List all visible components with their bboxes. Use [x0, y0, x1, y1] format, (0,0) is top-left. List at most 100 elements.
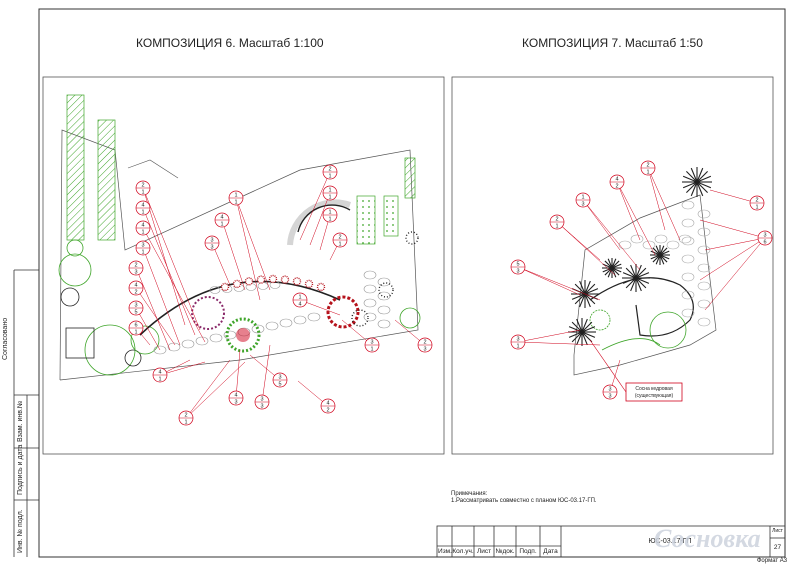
callout-c6-7: 35	[128, 300, 161, 351]
stamp-col-koluch: Кол.уч.	[452, 548, 474, 555]
callout-quantity: 1	[328, 174, 331, 180]
notes-heading: Примечания:	[451, 491, 488, 497]
callout-number: 3	[278, 375, 281, 381]
callout-number: 4	[326, 401, 329, 407]
callout-c6-extra-3: 42	[297, 380, 336, 414]
stamp-col-izm: Изм.	[438, 548, 452, 555]
callout-number: 3	[260, 397, 263, 403]
callout-quantity: 3	[134, 270, 137, 276]
pine-callout-line1: Сосна кедровая	[635, 386, 673, 392]
callout-quantity: 3	[210, 245, 213, 251]
callout-number: 1	[234, 193, 237, 199]
hedge-rows	[66, 94, 416, 245]
callout-number: 2	[423, 340, 426, 346]
side-strip	[13, 269, 39, 557]
callout-c6-11: 11	[228, 190, 271, 301]
side-label-sign-date: Подпись и дата	[17, 444, 24, 495]
callout-number: 6	[134, 323, 137, 329]
callout-c6-13: 33	[204, 235, 231, 286]
callout-c6-14: 43	[228, 349, 244, 406]
callout-quantity: 1	[755, 205, 758, 211]
callout-c6-9: 41	[152, 359, 206, 383]
callout-number: 2	[184, 413, 187, 419]
callout-c7-6: 21	[709, 189, 765, 211]
callout-number: 3	[516, 337, 519, 343]
stamp-col-podp: Подп.	[519, 548, 537, 555]
callout-c6-3: 41	[135, 220, 206, 343]
callout-c6-8: 61	[128, 320, 151, 346]
stones	[618, 200, 711, 327]
callout-number: 2	[555, 217, 558, 223]
callout-number: 3	[608, 387, 611, 393]
callout-quantity: 1	[220, 222, 223, 228]
composition-7-viewport	[451, 76, 774, 455]
callout-c6-12: 41	[214, 212, 246, 291]
callout-quantity: 1	[370, 347, 373, 353]
callout-c7-1: 42	[609, 174, 656, 256]
callout-quantity: 1	[555, 224, 558, 230]
callout-c7-8: 21	[640, 160, 681, 241]
callout-number: 2	[328, 167, 331, 173]
callout-number: 2	[338, 235, 341, 241]
callout-quantity: 1	[328, 217, 331, 223]
callout-number: 2	[646, 163, 649, 169]
callout-c6-extra-4: 35	[249, 354, 288, 388]
callout-quantity: 1	[234, 200, 237, 206]
callout-c6-extra-2: 23	[394, 319, 433, 353]
callout-quantity: 3	[608, 394, 611, 400]
callout-number: 4	[615, 177, 618, 183]
callout-quantity: 1	[141, 210, 144, 216]
callout-c6-4: 31	[135, 240, 181, 346]
callout-quantity: 1	[141, 190, 144, 196]
callout-c6-20: 14	[292, 292, 341, 316]
callout-number: 2	[141, 183, 144, 189]
callout-quantity: 4	[298, 302, 301, 308]
callout-quantity: 1	[184, 420, 187, 426]
callout-number: 1	[581, 195, 584, 201]
callout-number: 1	[298, 295, 301, 301]
stamp-col-ndok: №док.	[495, 548, 515, 555]
callout-c6-extra-1: 31	[341, 319, 380, 353]
callout-quantity: 1	[516, 344, 519, 350]
callout-number: 3	[141, 243, 144, 249]
callout-quantity: 1	[141, 250, 144, 256]
callout-c6-15: 33	[254, 344, 271, 410]
callout-number: 3	[134, 303, 137, 309]
callout-number: 2	[755, 198, 758, 204]
callout-quantity: 1	[338, 242, 341, 248]
callout-c7-3: 21	[549, 214, 616, 276]
pine-icon	[682, 167, 712, 197]
callout-number: 4	[220, 215, 223, 221]
callout-quantity: 3	[423, 347, 426, 353]
callout-number: 1	[328, 210, 331, 216]
callout-c6-1: 21	[135, 180, 201, 331]
callout-quantity: 3	[234, 400, 237, 406]
callout-number: 4	[134, 283, 137, 289]
callout-quantity: 3	[516, 269, 519, 275]
stamp-sheet-label: Лист	[772, 528, 783, 534]
callout-c6-17: 11	[309, 185, 338, 246]
trees	[58, 239, 160, 376]
planting-row	[220, 274, 326, 292]
callout-c6-18: 11	[319, 207, 338, 251]
callout-number: 1	[328, 188, 331, 194]
callout-c6-10: 21	[178, 359, 246, 426]
callout-number: 5	[516, 262, 519, 268]
sheet-frame	[38, 8, 786, 558]
stamp-code: ЮС-03.17-ГП	[648, 538, 692, 545]
callout-number: 2	[134, 263, 137, 269]
pine-icon	[622, 264, 650, 292]
callout-c6-19: 21	[329, 232, 348, 261]
callout-quantity: 2	[326, 408, 329, 414]
side-label-inv-replace: Взам. инв.№	[17, 400, 24, 442]
callout-number: 4	[158, 370, 161, 376]
title-block	[436, 525, 786, 558]
stones	[153, 270, 391, 355]
stamp-format: Формат А3	[756, 558, 788, 564]
callout-quantity: 2	[615, 184, 618, 190]
callout-number: 4	[141, 203, 144, 209]
callout-quantity: 6	[763, 240, 766, 246]
